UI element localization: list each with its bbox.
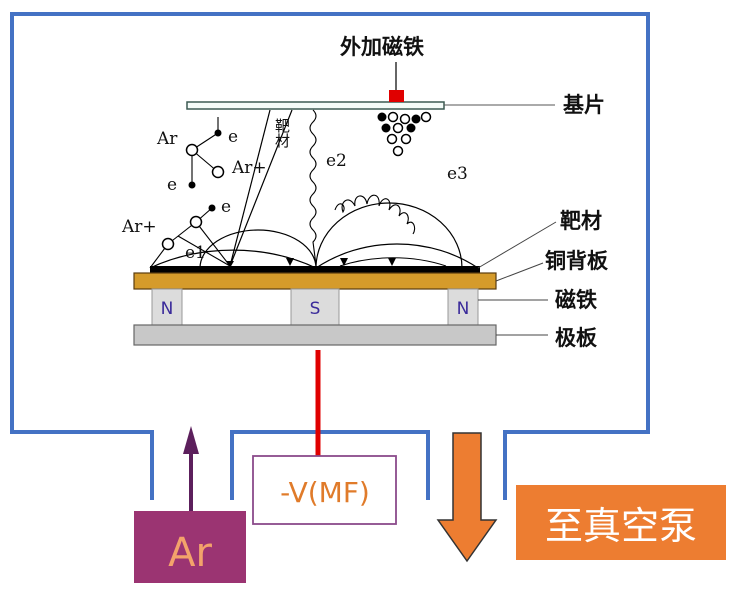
label-copper-backplate: 铜背板 xyxy=(545,248,609,273)
label-external-magnet: 外加磁铁 xyxy=(340,34,424,59)
label-e-mid: e xyxy=(221,197,231,217)
substrate-plate xyxy=(186,101,445,110)
deposited-particles xyxy=(377,111,432,157)
ionization-particles xyxy=(149,117,231,269)
magnet-n-right-letter: N xyxy=(457,299,470,319)
magnet-s-letter: S xyxy=(310,299,321,319)
label-e-left: e xyxy=(167,175,177,195)
label-e-top: e xyxy=(228,127,238,147)
label-pole-plate: 极板 xyxy=(555,325,598,350)
magnet-n-right xyxy=(447,288,479,326)
voltage-box xyxy=(252,455,397,525)
label-ar-plus-mid: Ar+ xyxy=(231,158,267,178)
ar-inlet-arrow-head xyxy=(183,426,199,454)
pole-plate xyxy=(133,324,497,346)
vacuum-pump-box xyxy=(516,485,726,560)
electron-e2-trajectory xyxy=(309,109,317,266)
target-material xyxy=(150,266,480,273)
magnet-n-left xyxy=(151,288,183,326)
label-e2: e2 xyxy=(326,151,347,171)
pump-arrow xyxy=(436,432,498,563)
copper-backplate xyxy=(133,272,497,290)
label-e3: e3 xyxy=(447,164,468,184)
label-magnet: 磁铁 xyxy=(555,287,597,312)
label-e1: e1 xyxy=(185,243,206,263)
label-substrate: 基片 xyxy=(563,92,605,117)
magnet-n-left-letter: N xyxy=(161,299,174,319)
vacuum-chamber-wall xyxy=(10,12,650,500)
label-ar-plus-left: Ar+ xyxy=(121,217,157,237)
voltage-label: -V(MF) xyxy=(280,476,370,509)
vacuum-pump-label: 至真空泵 xyxy=(545,504,697,548)
ar-inlet-box xyxy=(134,511,246,583)
electron-e3-trajectory xyxy=(334,194,416,235)
external-magnet-square xyxy=(389,90,404,102)
label-target-vertical: 靶材 xyxy=(273,118,291,148)
leader-lines xyxy=(477,221,557,336)
label-target: 靶材 xyxy=(560,208,602,233)
ar-inlet-label: Ar xyxy=(168,530,212,576)
label-ar-top: Ar xyxy=(156,129,178,149)
sputter-rays xyxy=(229,109,293,267)
